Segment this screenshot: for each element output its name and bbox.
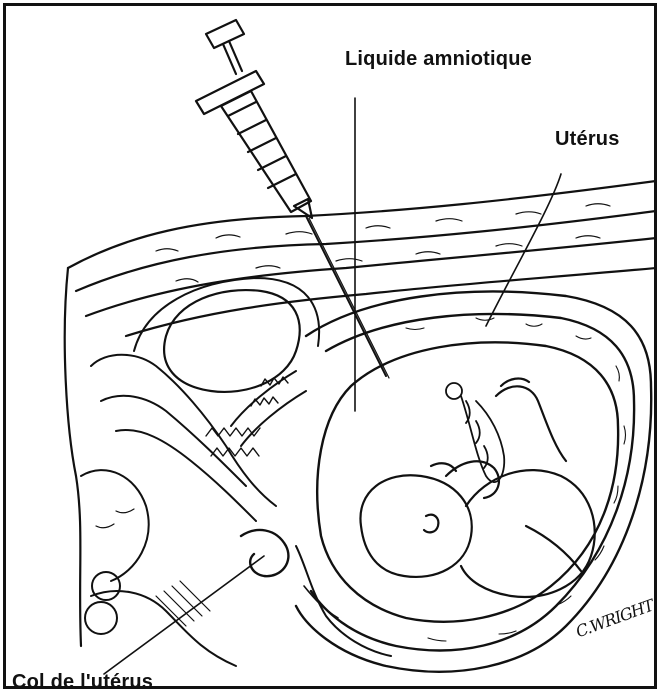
bladder — [164, 290, 300, 392]
leader-col — [104, 556, 264, 674]
label-cervix: Col de l'utérus — [12, 671, 153, 689]
label-amniotic-fluid: Liquide amniotique — [345, 48, 532, 71]
label-uterus: Utérus — [555, 128, 620, 151]
amniotic-sac — [317, 342, 618, 621]
cervix — [241, 530, 288, 576]
umbilical-cord — [446, 383, 504, 482]
rectum — [81, 470, 236, 666]
abdominal-wall-texture — [156, 204, 610, 282]
diagram-frame: Liquide amniotique Utérus Col de l'utéru… — [3, 3, 657, 689]
fetus — [360, 379, 594, 597]
amniocentesis-illustration — [6, 6, 657, 689]
syringe — [196, 20, 312, 218]
